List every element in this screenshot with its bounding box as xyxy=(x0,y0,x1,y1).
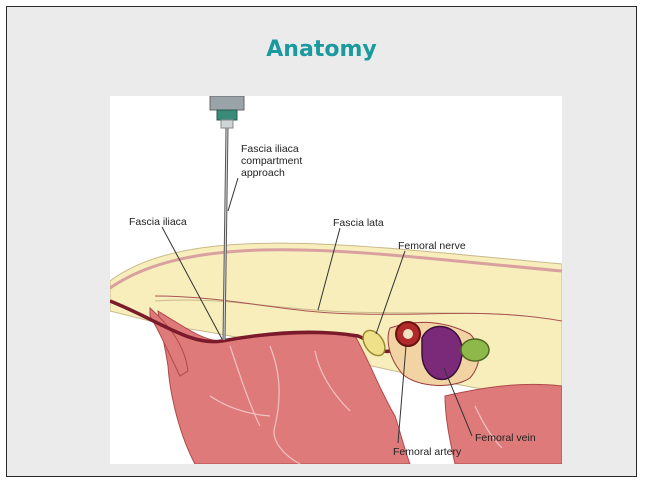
label-fascia-lata: Fascia lata xyxy=(333,217,384,229)
needle-hub xyxy=(210,96,244,110)
label-femoral-vein: Femoral vein xyxy=(475,432,536,444)
needle-collar xyxy=(217,110,237,120)
label-femoral-nerve: Femoral nerve xyxy=(398,240,466,252)
femoral-artery-lumen xyxy=(403,329,413,339)
label-fascia-iliaca-approach: Fascia iliaca compartment approach xyxy=(241,143,302,179)
label-fascia-iliaca: Fascia iliaca xyxy=(129,216,187,228)
pectineus-muscle xyxy=(445,384,562,464)
lymph-node xyxy=(461,339,489,361)
slide: Anatomy xyxy=(6,6,637,477)
leader-approach xyxy=(228,178,238,211)
anatomy-illustration xyxy=(110,96,562,464)
anatomy-figure: Fascia iliaca compartment approach Fasci… xyxy=(110,96,562,464)
slide-title: Anatomy xyxy=(7,37,636,62)
femoral-vein xyxy=(422,326,462,379)
label-femoral-artery: Femoral artery xyxy=(393,446,461,458)
